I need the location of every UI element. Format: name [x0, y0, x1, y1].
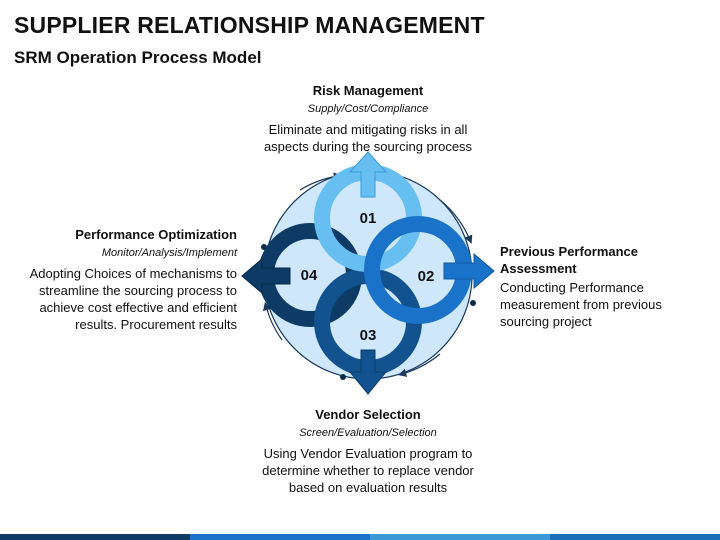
arrow-up-icon — [348, 151, 388, 198]
stage-number-04: 04 — [301, 267, 318, 284]
arrow-left-icon — [241, 257, 291, 295]
stage-number-02: 02 — [418, 268, 435, 285]
risk-management-subheading: Supply/Cost/Compliance — [307, 103, 429, 115]
footer-segment — [550, 534, 720, 540]
performance-desc-line: achieve cost effective and efficient — [39, 300, 237, 315]
footer-segment — [370, 534, 550, 540]
previous-assessment-heading: Previous Performance Assessment — [500, 244, 639, 276]
previous-desc-line: sourcing project — [500, 314, 592, 329]
risk-management-heading: Risk Management — [312, 83, 424, 98]
performance-desc-line: Adopting Choices of mechanisms to — [29, 266, 237, 281]
risk-desc-line: Eliminate and mitigating risks in all — [268, 122, 468, 137]
performance-optimization-description: Adopting Choices of mechanisms to stream… — [14, 265, 237, 333]
vendor-selection-block: Vendor Selection Screen/Evaluation/Selec… — [243, 406, 493, 496]
risk-management-description: Eliminate and mitigating risks in all as… — [248, 121, 488, 155]
performance-optimization-heading: Performance Optimization — [75, 227, 237, 242]
footer-segment — [0, 534, 190, 540]
previous-assessment-description: Conducting Performance measurement from … — [500, 279, 715, 330]
performance-desc-line: streamline the sourcing process to — [39, 283, 237, 298]
stage-number-03: 03 — [360, 327, 377, 344]
performance-optimization-block: Performance Optimization Monitor/Analysi… — [14, 226, 237, 333]
stage-number-01: 01 — [360, 210, 377, 227]
performance-desc-line: results. Procurement results — [75, 317, 237, 332]
cycle-arrow-bottom — [397, 353, 441, 377]
page-title: SUPPLIER RELATIONSHIP MANAGEMENT — [14, 12, 485, 38]
cycle-dot-right — [470, 300, 476, 306]
vendor-selection-heading: Vendor Selection — [315, 407, 421, 422]
footer-segment — [190, 534, 370, 540]
vendor-desc-line: Using Vendor Evaluation program to — [263, 446, 473, 461]
vendor-selection-description: Using Vendor Evaluation program to deter… — [243, 445, 493, 496]
cycle-arrow-left — [263, 301, 283, 341]
cycle-dot-bottom — [340, 374, 346, 380]
risk-management-block: Risk Management Supply/Cost/Compliance E… — [248, 82, 488, 155]
previous-desc-line: Conducting Performance — [500, 280, 644, 295]
previous-desc-line: measurement from previous — [500, 297, 662, 312]
risk-desc-line: aspects during the sourcing process — [263, 139, 473, 154]
vendor-desc-line: determine whether to replace vendor — [262, 463, 474, 478]
cycle-arrow-right — [439, 199, 473, 244]
footer-bar — [0, 534, 720, 540]
performance-optimization-subheading: Monitor/Analysis/Implement — [101, 247, 237, 259]
arrow-right-icon — [443, 252, 495, 290]
previous-assessment-block: Previous Performance Assessment Conducti… — [500, 243, 715, 330]
vendor-desc-line: based on evaluation results — [288, 480, 448, 495]
page-subtitle: SRM Operation Process Model — [14, 48, 262, 67]
arrow-down-icon — [348, 349, 388, 395]
vendor-selection-subheading: Screen/Evaluation/Selection — [299, 427, 437, 439]
